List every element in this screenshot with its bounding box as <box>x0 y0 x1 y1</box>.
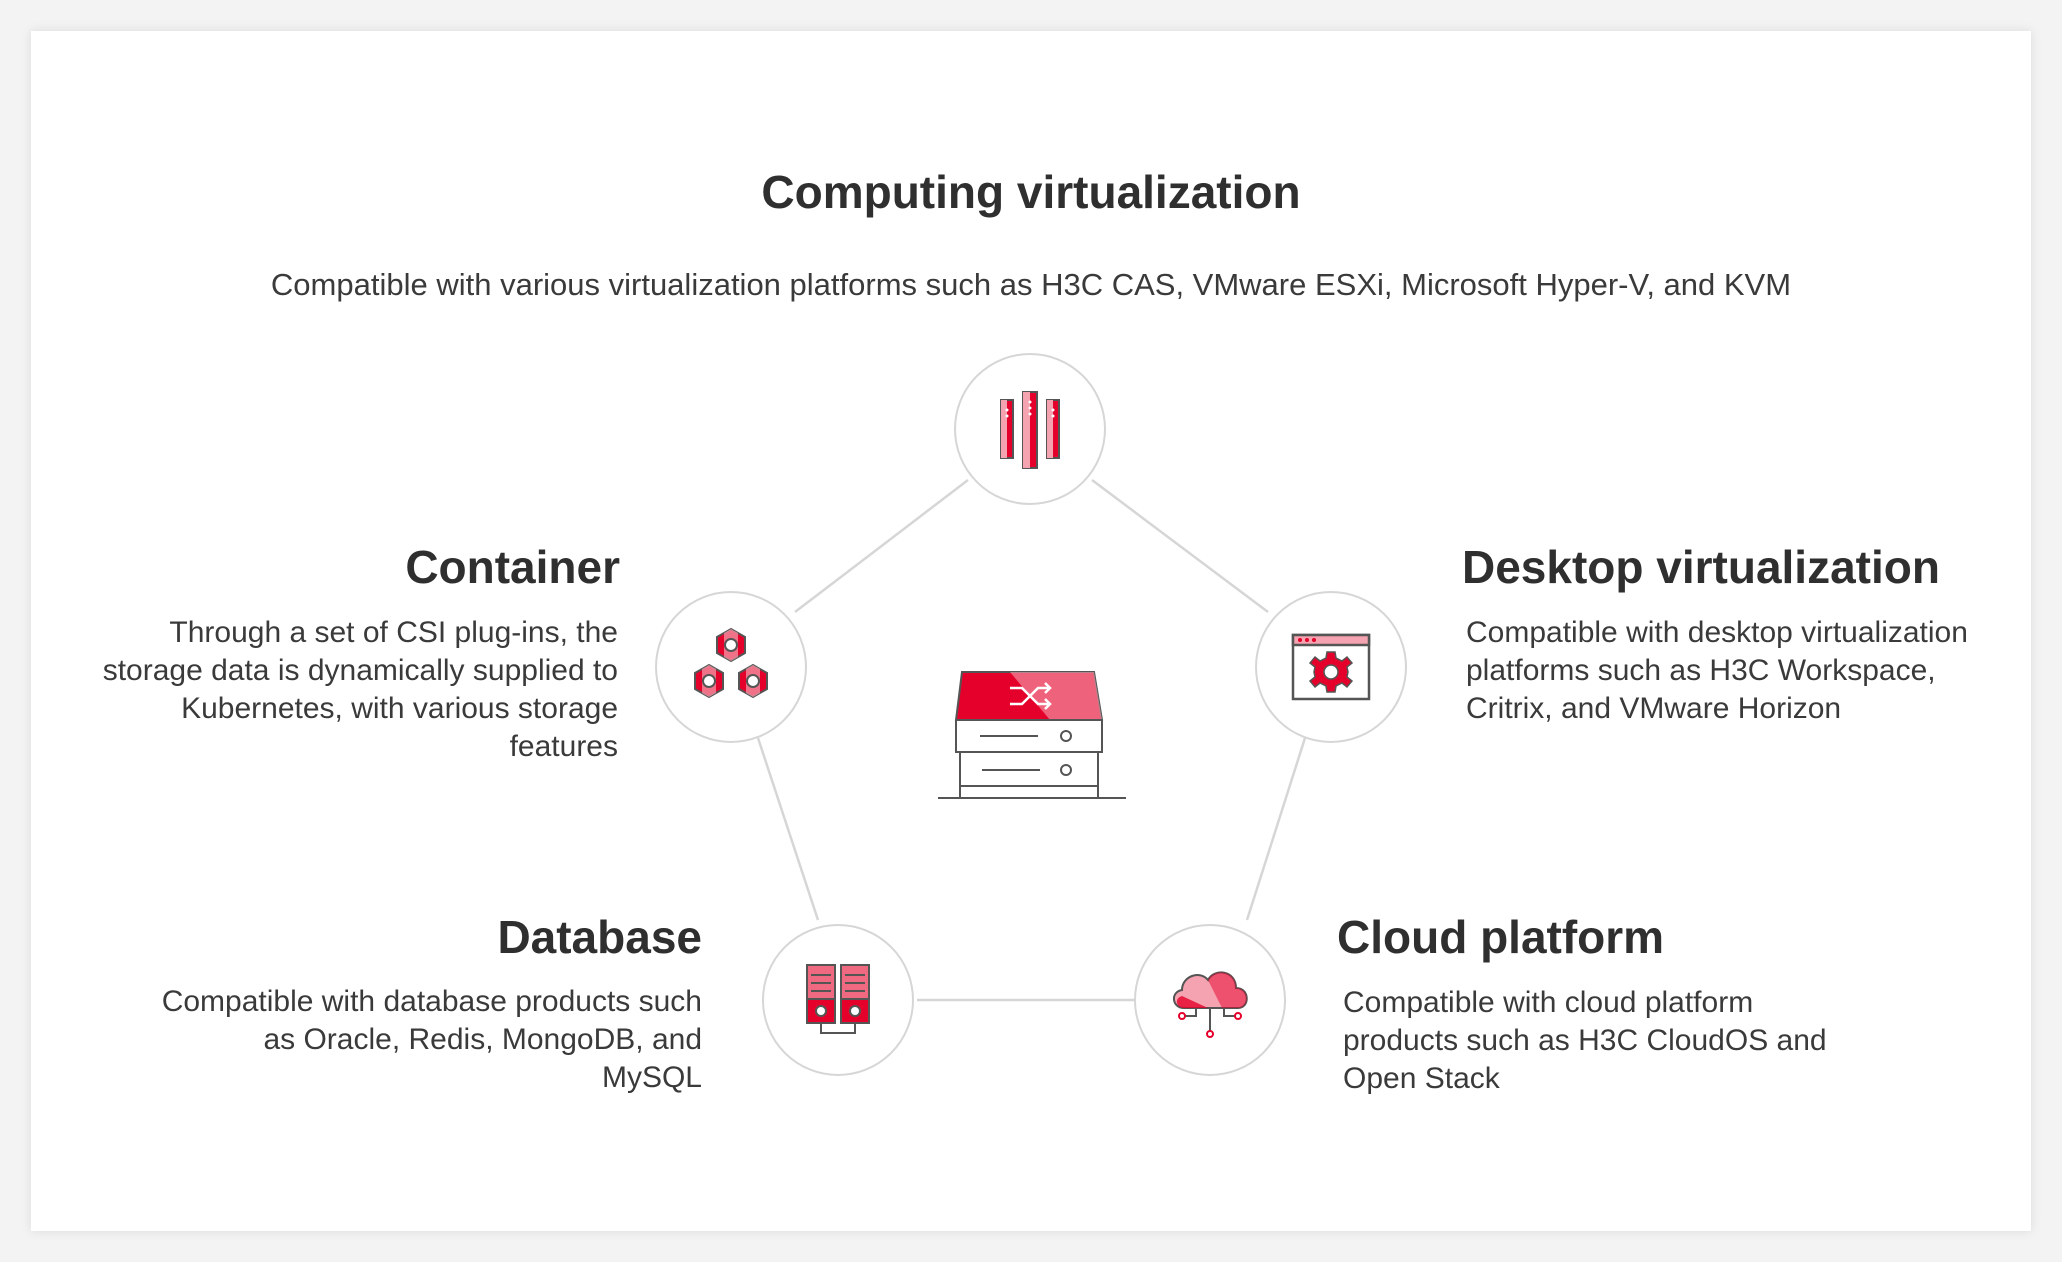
hexagon-cluster-icon <box>694 627 768 699</box>
database-servers-icon <box>806 964 870 1034</box>
desktop-node <box>1255 591 1407 743</box>
computing-desc: Compatible with various virtualization p… <box>270 267 1792 302</box>
database-desc: Compatible with database products such a… <box>161 985 702 1094</box>
window-gear-icon <box>1291 633 1371 701</box>
computing-node <box>954 353 1106 505</box>
container-node <box>655 591 807 743</box>
database-title: Database <box>497 911 702 963</box>
cloud-node <box>1134 924 1286 1076</box>
server-switch-icon <box>938 671 1126 799</box>
server-racks-icon <box>1000 391 1060 469</box>
cloud-network-icon <box>1173 971 1248 1038</box>
desktop-title: Desktop virtualization <box>1462 541 1940 593</box>
diagram-card <box>31 31 2031 1231</box>
desktop-desc: Compatible with desktop virtualization p… <box>1466 616 1968 725</box>
computing-title: Computing virtualization <box>761 166 1301 218</box>
container-desc: Through a set of CSI plug-ins, the stora… <box>102 616 618 763</box>
database-node <box>762 924 914 1076</box>
cloud-desc: Compatible with cloud platform products … <box>1343 986 1827 1095</box>
cloud-title: Cloud platform <box>1337 911 1665 963</box>
container-title: Container <box>405 541 620 593</box>
